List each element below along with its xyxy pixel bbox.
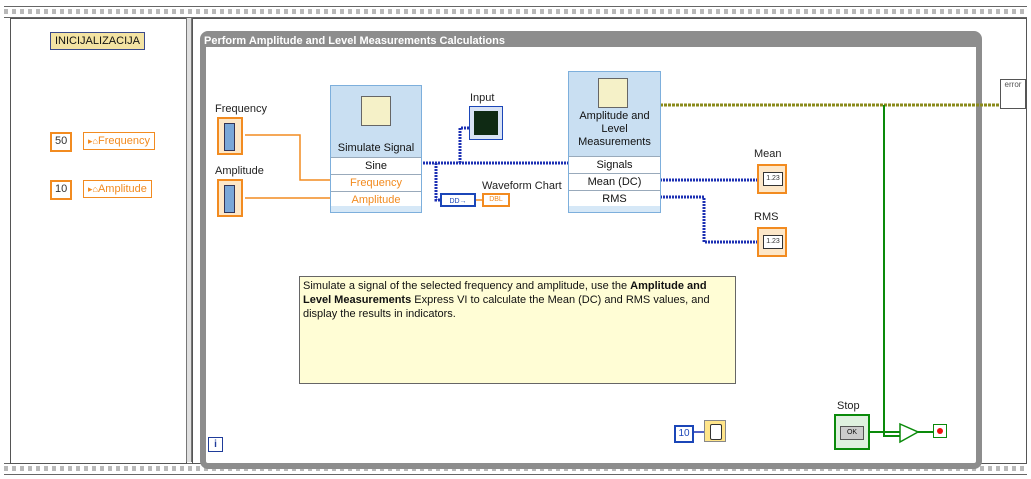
- wait-timer-icon[interactable]: [704, 420, 726, 442]
- waveform-chart-icon[interactable]: [469, 106, 503, 140]
- frequency-constant[interactable]: 50: [50, 132, 73, 152]
- input-chart-label: Input: [470, 92, 495, 104]
- amplitude-control-label: Amplitude: [215, 165, 264, 177]
- while-loop-title: Perform Amplitude and Level Measurements…: [204, 35, 505, 47]
- mean-indicator-label: Mean: [754, 148, 782, 160]
- rms-indicator-label: RMS: [754, 211, 779, 223]
- stop-control-label: Stop: [837, 400, 860, 412]
- init-frame-title: INICIJALIZACIJA: [50, 32, 145, 50]
- rms-indicator[interactable]: 1.23: [757, 227, 787, 257]
- convert-dynamic-data-node[interactable]: DD→: [440, 193, 476, 207]
- loop-condition-terminal[interactable]: [933, 424, 947, 438]
- frame-separator: [186, 18, 192, 462]
- frequency-local-label: Frequency: [97, 135, 150, 147]
- simulate-signal-icon: [361, 96, 391, 126]
- amplitude-level-row-signals[interactable]: Signals: [569, 156, 660, 173]
- error-out-text: error: [1004, 80, 1022, 89]
- frequency-control-label: Frequency: [215, 103, 267, 115]
- sequence-frame-top-border: [4, 6, 1027, 18]
- note-text-bold: Amplitude and Level Measurements: [303, 280, 707, 306]
- stop-button-control[interactable]: OK: [834, 414, 870, 450]
- simulate-signal-vi[interactable]: Simulate Signal Sine Frequency Amplitude: [330, 85, 422, 213]
- mean-indicator[interactable]: 1.23: [757, 164, 787, 194]
- info-icon[interactable]: i: [208, 437, 223, 452]
- frequency-local-variable[interactable]: ▸⌂Frequency: [83, 132, 155, 150]
- local-variable-icon: ▸⌂: [88, 136, 98, 146]
- frequency-control[interactable]: [217, 117, 243, 155]
- amplitude-level-row-rms[interactable]: RMS: [569, 190, 660, 207]
- local-variable-icon: ▸⌂: [88, 184, 98, 194]
- amplitude-level-vi[interactable]: Amplitude and Level Measurements Signals…: [568, 71, 661, 213]
- simulate-signal-title: Simulate Signal: [337, 142, 415, 154]
- amplitude-control[interactable]: [217, 179, 243, 217]
- wait-constant[interactable]: 10: [674, 425, 694, 443]
- simulate-signal-row-amplitude[interactable]: Amplitude: [331, 191, 421, 208]
- amplitude-level-title: Amplitude and Level Measurements: [578, 110, 651, 148]
- dbl-terminal[interactable]: DBL: [482, 193, 510, 207]
- simulate-signal-row-frequency[interactable]: Frequency: [331, 174, 421, 191]
- error-out-indicator[interactable]: error: [1000, 79, 1026, 109]
- init-frame: [10, 18, 187, 464]
- amplitude-level-icon: [598, 78, 628, 108]
- amplitude-local-label: Amplitude: [97, 183, 147, 195]
- note-text-end: Express VI to calculate the Mean (DC) an…: [303, 294, 710, 320]
- rms-indicator-display: 1.23: [763, 235, 783, 249]
- simulate-signal-expander[interactable]: [331, 206, 421, 212]
- amplitude-level-row-mean[interactable]: Mean (DC): [569, 173, 660, 190]
- waveform-chart-label: Waveform Chart: [482, 180, 562, 192]
- comment-note[interactable]: Simulate a signal of the selected freque…: [299, 276, 736, 384]
- amplitude-local-variable[interactable]: ▸⌂Amplitude: [83, 180, 152, 198]
- amplitude-level-expander[interactable]: [569, 206, 660, 212]
- stop-button-face: OK: [840, 426, 864, 440]
- mean-indicator-display: 1.23: [763, 172, 783, 186]
- simulate-signal-row-sine[interactable]: Sine: [331, 157, 421, 174]
- amplitude-constant[interactable]: 10: [50, 180, 73, 200]
- note-text-start: Simulate a signal of the selected freque…: [303, 280, 631, 292]
